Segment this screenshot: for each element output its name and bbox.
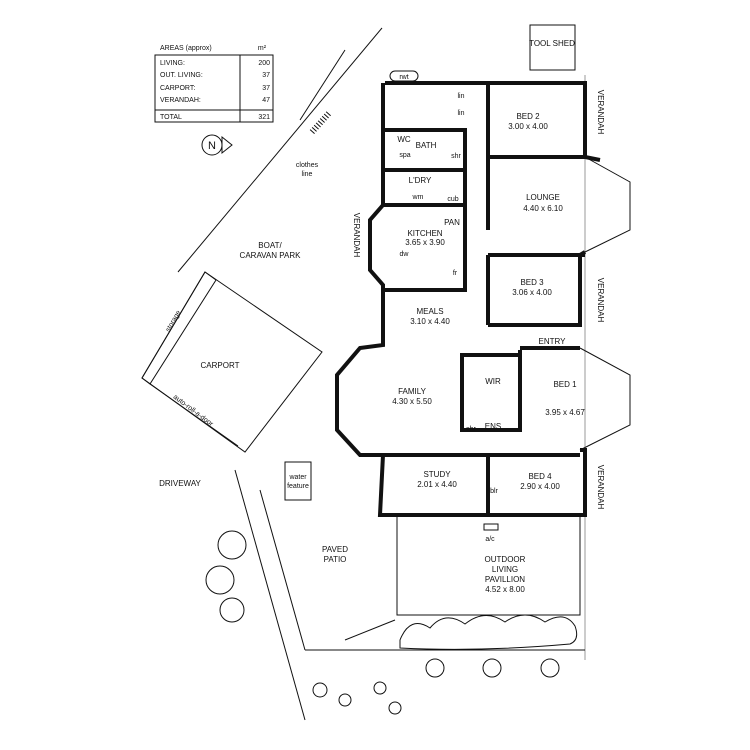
meals-dim: 3.10 x 4.40 [410,317,450,326]
fr-label: fr [453,270,458,277]
room-laundry: L'DRY [409,176,432,185]
ac-label: a/c [485,536,495,543]
tree-icon [205,530,578,715]
table-row-label: CARPORT: [160,85,195,92]
pavilion-dim: 4.52 x 8.00 [485,585,525,594]
pavilion-label: LIVING [492,565,518,574]
patio-label: PAVED [322,545,348,554]
pavilion [396,514,581,616]
svg-text:N: N [208,140,216,152]
compass-icon: N [201,134,233,156]
shower-label: shr [466,426,476,433]
room-kitchen: KITCHEN [407,229,442,238]
verandah-label: VERANDAH [352,213,361,258]
clothes-line-label: clothes [296,162,319,169]
verandah-label: VERANDAH [596,278,605,323]
bed4-dim: 2.90 x 4.00 [520,482,560,491]
wm-label: wm [412,194,424,201]
boat-park-label: CARAVAN PARK [240,251,302,260]
boat-park-label: BOAT/ [258,241,282,250]
room-lounge: LOUNGE [526,193,560,202]
room-bed3: BED 3 [520,278,544,287]
verandah-label: VERANDAH [596,90,605,135]
site-boundary [141,27,586,721]
study-dim: 2.01 x 4.40 [417,480,457,489]
tool-shed-label: TOOL SHED [529,39,575,48]
auto-door-label: auto-roll-a-door [172,394,215,429]
driveway-label: DRIVEWAY [159,479,201,488]
clothes-line-label: line [302,171,313,178]
room-ensuite: ENS [485,422,501,431]
room-family: FAMILY [398,387,427,396]
water-feature-label: water [288,474,307,481]
areas-table: AREAS (approx) m² LIVING: 200 OUT. LIVIN… [154,45,274,123]
table-unit: m² [258,45,267,52]
rwt-label: rwt [399,74,408,81]
table-total-value: 321 [258,114,270,121]
room-study: STUDY [423,470,451,479]
table-row-value: 47 [262,97,270,104]
blr-label: blr [490,488,498,495]
table-row-value: 37 [262,72,270,79]
verandah-label: VERANDAH [596,465,605,510]
shower-label: shr [451,153,461,160]
room-bed1: BED 1 [553,380,577,389]
patio-label: PATIO [324,555,347,564]
cub-label: cub [447,196,458,203]
room-wc: WC [397,135,411,144]
lounge-dim: 4.40 x 6.10 [523,204,563,213]
water-feature-label: feature [287,483,309,490]
pavilion-label: PAVILLION [485,575,525,584]
carport-label: CARPORT [201,361,240,370]
pavilion-label: OUTDOOR [485,555,526,564]
room-bed4: BED 4 [528,472,552,481]
table-row-label: OUT. LIVING: [160,72,203,79]
table-row-label: VERANDAH: [160,97,201,104]
table-total-label: TOTAL [160,114,182,121]
room-meals: MEALS [416,307,443,316]
bed2-dim: 3.00 x 4.00 [508,122,548,131]
storage-label: storage [165,309,183,333]
house-walls [335,81,631,517]
room-wir: WIR [485,377,501,386]
lin-label: lin [457,110,464,117]
table-header: AREAS (approx) [160,45,212,52]
table-row-label: LIVING: [160,60,185,67]
room-bath: BATH [416,141,437,150]
dw-label: dw [400,251,410,258]
family-dim: 4.30 x 5.50 [392,397,432,406]
room-bed2: BED 2 [516,112,540,121]
lin-label: lin [457,93,464,100]
room-entry: ENTRY [539,337,567,346]
bed1-dim: 3.95 x 4.67 [545,408,585,417]
table-row-value: 200 [258,60,270,67]
bed3-dim: 3.06 x 4.00 [512,288,552,297]
room-pantry: PAN [444,218,460,227]
tool-shed [529,24,576,71]
table-row-value: 37 [262,85,270,92]
kitchen-dim: 3.65 x 3.90 [405,238,445,247]
spa-label: spa [399,152,410,159]
